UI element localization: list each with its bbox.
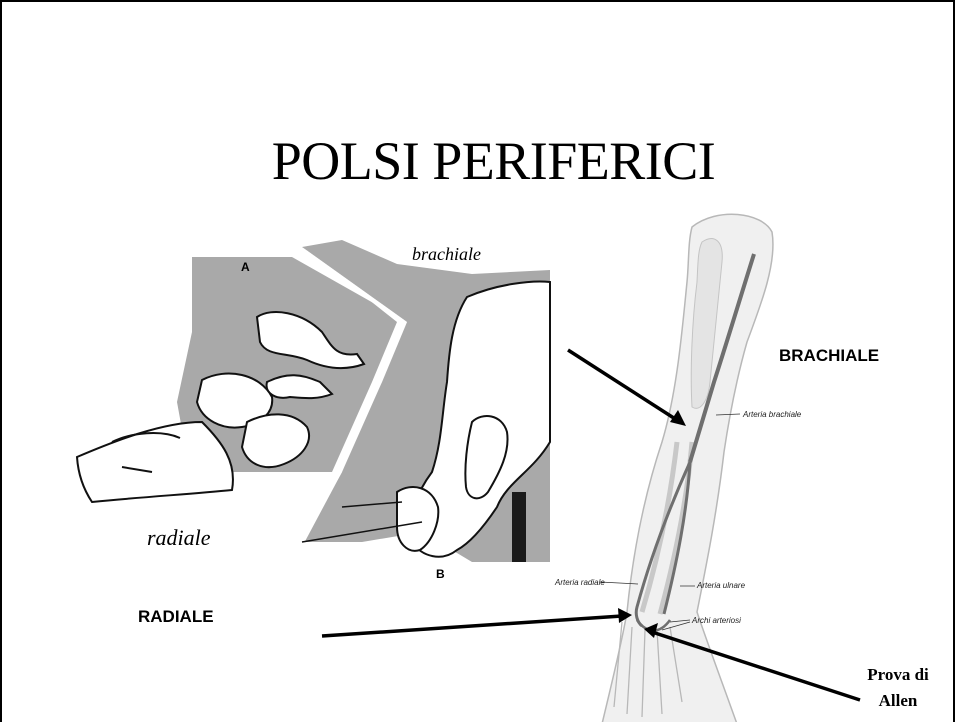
label-arteria-brachiale: Arteria brachiale [743,410,801,419]
label-a: A [241,260,250,274]
label-arteria-radiale: Arteria radiale [555,578,605,587]
label-b: B [436,567,445,581]
label-prova-di-allen: Prova di Allen [848,662,948,714]
allen-line-2: Allen [848,688,948,714]
arrow-brachiale [568,350,680,422]
caption-radiale: radiale [147,525,211,551]
label-brachiale: BRACHIALE [779,346,879,366]
arm-anatomy [600,214,773,722]
label-arteria-ulnare: Arteria ulnare [697,581,745,590]
caption-brachiale: brachiale [412,244,481,265]
arrow-radiale [322,616,622,636]
label-archi-arteriosi: Archi arteriosi [692,616,741,625]
allen-line-1: Prova di [848,662,948,688]
dark-stripe [512,492,526,562]
label-radiale: RADIALE [138,607,214,627]
